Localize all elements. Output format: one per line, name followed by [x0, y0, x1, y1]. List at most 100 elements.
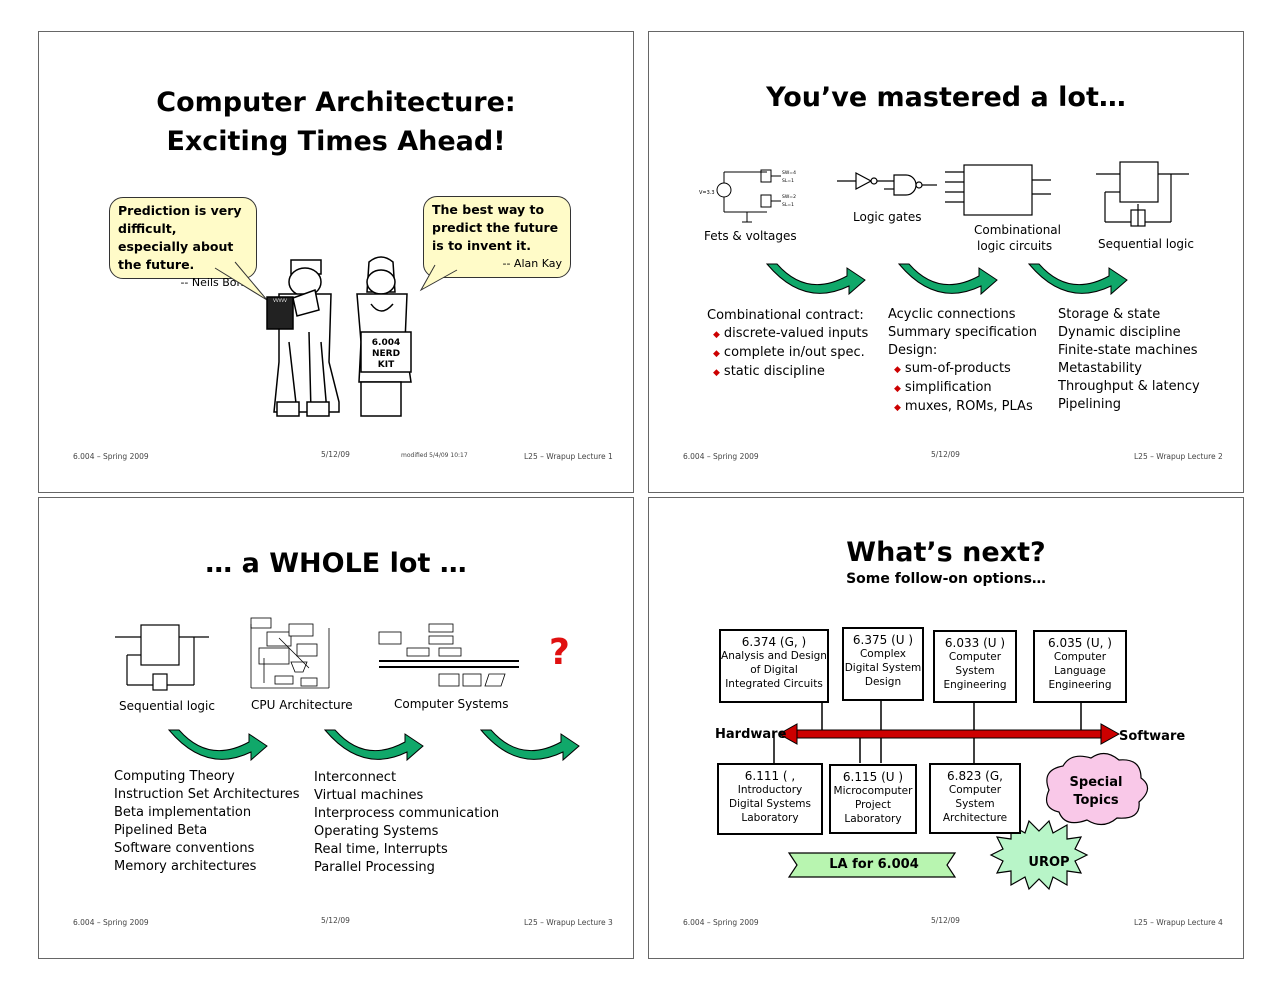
list-item: ◆static discipline — [707, 363, 868, 382]
course-code: 6.375 (U ) — [852, 633, 914, 647]
course-title-line: Architecture — [942, 812, 1008, 824]
course-title-line: Computer — [948, 651, 1002, 663]
bullet-icon: ◆ — [713, 368, 720, 378]
course-code: 6.823 (G, — [947, 769, 1003, 783]
course-title-line: System — [955, 665, 995, 677]
systems-topics: Interconnect Virtual machines Interproce… — [314, 769, 499, 877]
course-box[interactable]: 6.111 ( , Introductory Digital Systems L… — [717, 763, 823, 835]
la-banner — [787, 852, 957, 878]
footer-lecture: L25 – Wrapup Lecture 4 — [1134, 918, 1223, 927]
special-topics-cloud — [1046, 752, 1149, 826]
course-box[interactable]: 6.033 (U ) Computer System Engineering — [933, 630, 1017, 703]
urop-label: UROP — [1028, 855, 1070, 870]
question-mark-icon: ? — [549, 632, 570, 673]
special-topics-line: Topics — [1073, 793, 1119, 808]
list-item-text: muxes, ROMs, PLAs — [904, 399, 1033, 414]
course-code: 6.115 (U ) — [842, 770, 904, 784]
footer-course: 6.004 – Spring 2009 — [73, 452, 149, 461]
list-item: Throughput & latency — [1058, 379, 1200, 394]
course-title-line: of Digital — [750, 664, 798, 676]
course-title-line: Complex — [859, 648, 907, 660]
course-code: 6.111 ( , — [744, 769, 796, 783]
course-title-line: Language — [1054, 665, 1106, 677]
slide-title: What’s next? — [846, 537, 1046, 568]
cpu-label: CPU Architecture — [251, 698, 353, 712]
kay-quote-bubble: The best way to predict the future is to… — [423, 196, 571, 278]
list-item: Dynamic discipline — [1058, 325, 1181, 340]
la-label: LA for 6.004 — [829, 857, 919, 872]
list-item-text: complete in/out spec. — [723, 345, 865, 360]
list-item: Computing Theory — [114, 769, 235, 784]
list-item: Virtual machines — [314, 788, 424, 803]
progress-arrows — [167, 729, 580, 762]
system-diagrams — [115, 617, 580, 762]
circuit-diagrams: V=3.3 SW=4 SL=1 SW=2 SL=1 — [699, 161, 1189, 296]
list-item: ◆discrete-valued inputs — [707, 325, 868, 344]
footer-date: 5/12/09 — [931, 916, 960, 925]
course-title-line: Integrated Circuits — [725, 678, 823, 690]
list-item: Parallel Processing — [314, 860, 435, 875]
footer-lecture: L25 – Wrapup Lecture 1 — [524, 452, 613, 461]
kay-attribution: -- Alan Kay — [502, 257, 563, 270]
list-item: Acyclic connections — [888, 307, 1016, 322]
hardware-software-axis — [777, 723, 1121, 745]
svg-text:SW=2: SW=2 — [782, 194, 796, 200]
course-box[interactable]: 6.375 (U ) Complex Digital System Design — [842, 627, 924, 701]
list-item: ◆complete in/out spec. — [707, 344, 868, 363]
list-item: ◆simplification — [888, 379, 1037, 398]
list-item-text: simplification — [904, 380, 992, 395]
course-title-line: Project — [855, 799, 891, 811]
list-item: Memory architectures — [114, 859, 257, 874]
design-topics: Acyclic connections Summary specificatio… — [888, 306, 1037, 417]
course-box[interactable]: 6.035 (U, ) Computer Language Engineerin… — [1033, 630, 1127, 703]
slide-title: … a WHOLE lot … — [205, 548, 467, 579]
slide-1: Computer Architecture: Exciting Times Ah… — [38, 31, 634, 493]
book-icon: VVVVV — [273, 298, 287, 303]
special-topics-label: Special Topics — [1061, 774, 1131, 810]
slide-4: What’s next? Some follow-on options… 6.3… — [648, 497, 1244, 959]
fet-schematic — [716, 169, 781, 223]
course-title-line: Digital System — [844, 662, 922, 674]
bullet-icon: ◆ — [894, 384, 901, 394]
course-title-line: Analysis and Design — [721, 650, 827, 662]
course-title-line: Introductory — [737, 784, 803, 796]
course-box[interactable]: 6.374 (G, ) Analysis and Design of Digit… — [719, 629, 829, 703]
sequential-label: Sequential logic — [1098, 237, 1194, 251]
course-title-line: Design — [864, 676, 902, 688]
kay-quote: The best way to predict the future is to… — [432, 202, 559, 253]
architecture-topics: Computing Theory Instruction Set Archite… — [114, 768, 300, 876]
slide-title-line1: Computer Architecture: — [156, 87, 516, 118]
slide-title: You’ve mastered a lot… — [766, 82, 1126, 113]
cpu-datapath-icon — [250, 617, 330, 689]
list-item: Instruction Set Architectures — [114, 787, 300, 802]
bohr-quote: Prediction is very difficult, especially… — [118, 203, 242, 272]
computer-systems-icon — [378, 623, 519, 687]
slide-title-line2: Exciting Times Ahead! — [166, 126, 506, 157]
course-title-line: Engineering — [943, 679, 1007, 691]
course-title-line: Laboratory — [741, 812, 799, 824]
progress-arrows — [765, 263, 1128, 296]
bohr-attribution: -- Neils Bohr — [180, 276, 248, 289]
course-box[interactable]: 6.823 (G, Computer System Architecture — [929, 763, 1021, 834]
course-box[interactable]: 6.115 (U ) Microcomputer Project Laborat… — [829, 764, 917, 834]
footer-date: 5/12/09 — [321, 916, 350, 925]
course-code: 6.374 (G, ) — [741, 635, 807, 649]
footer-date: 5/12/09 — [931, 450, 960, 459]
list-item: Storage & state — [1058, 307, 1161, 322]
footer-course: 6.004 – Spring 2009 — [683, 918, 759, 927]
course-title-line: Computer — [948, 784, 1002, 796]
slide-subtitle: Some follow-on options… — [846, 571, 1046, 587]
list-item-text: static discipline — [723, 364, 825, 379]
sequential-logic-icon — [1096, 161, 1189, 227]
list-item: ◆muxes, ROMs, PLAs — [888, 398, 1037, 417]
footer-lecture: L25 – Wrapup Lecture 2 — [1134, 452, 1223, 461]
svg-text:SL=1: SL=1 — [782, 178, 794, 184]
course-title-line: System — [955, 798, 995, 810]
footer-modified: modified 5/4/09 10:17 — [401, 452, 468, 459]
course-code: 6.033 (U ) — [944, 636, 1006, 650]
svg-text:SW=4: SW=4 — [782, 170, 796, 176]
book-subtitle: NERD KIT — [371, 349, 401, 370]
bullet-icon: ◆ — [713, 349, 720, 359]
course-code: 6.035 (U, ) — [1048, 636, 1112, 650]
footer-course: 6.004 – Spring 2009 — [683, 452, 759, 461]
